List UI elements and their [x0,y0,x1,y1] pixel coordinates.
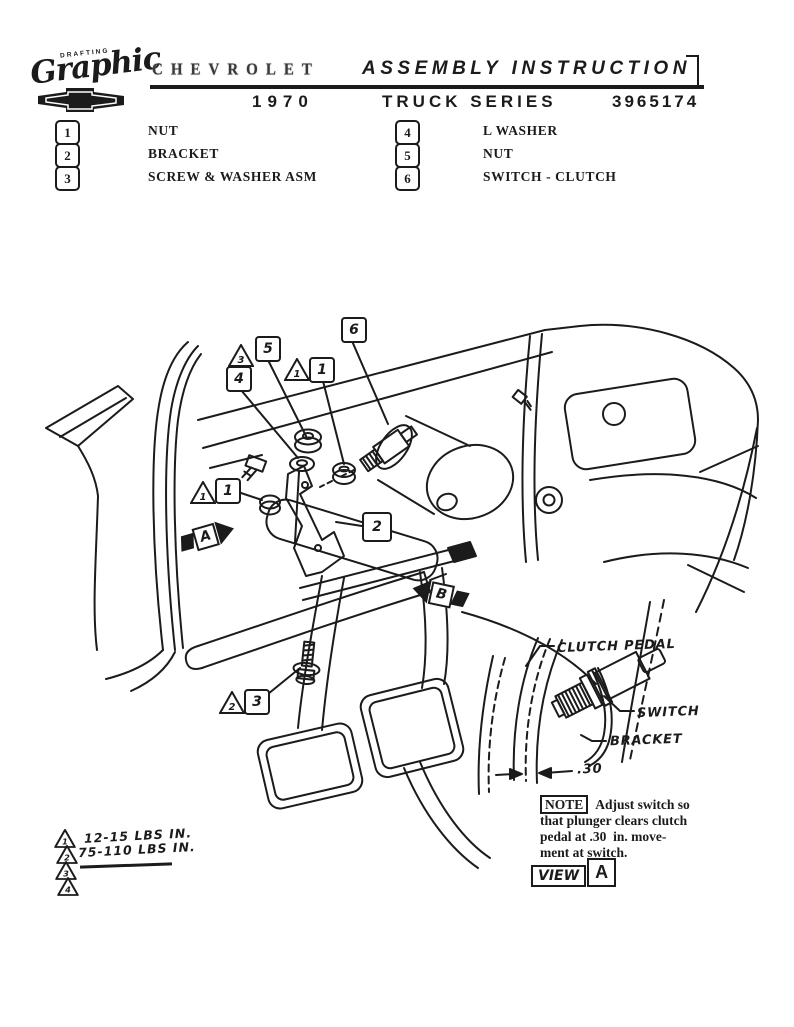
part-number-box: 6 [395,166,420,191]
part-number-box: 1 [55,120,80,145]
part-label: BRACKET [148,146,219,161]
hardware-stack-lines [241,428,356,543]
legend-flag-number: 4 [65,886,71,896]
part-number-box: 5 [395,143,420,168]
callout-item-5: 5 [255,336,281,362]
part-label: NUT [148,123,179,138]
callout-item-4: 4 [226,366,252,392]
part-label: L WASHER [483,123,558,138]
note-text-line: Adjust switch so [595,797,690,812]
part-label: SCREW & WASHER ASM [148,169,317,184]
torque-flag-number: 1 [293,369,301,380]
header-rule [150,85,704,89]
note-text-line: ment at switch. [540,845,628,860]
note-text-line: that plunger clears clutch [540,813,688,828]
leader-lines [237,340,389,695]
cab-pillar-lines [45,341,202,692]
part-number-box: 2 [55,143,80,168]
callout-item-1: 1 [309,357,335,383]
logo-script-text: Graphic [28,40,163,92]
clutch-switch-lines [319,425,418,488]
legend-flag-3: 3 [55,861,77,880]
inset-view-a-lines [477,637,666,795]
series-title: TRUCK SERIES [382,92,557,111]
firewall-lines [461,323,759,763]
brand-name: CHEVROLET [152,60,320,80]
note-text-line: pedal at .30 in. move- [540,829,667,844]
steering-column-lines [375,415,515,521]
callout-item-6: 6 [341,317,367,343]
dimension-label: .30 [576,761,603,778]
switch-label: SWITCH [636,703,700,722]
adjustment-note: NOTE Adjust switch so that plunger clears… [540,795,745,861]
legend-flag-number: 1 [62,838,68,848]
callout-item-2: 2 [362,512,392,542]
title-corner-bracket [686,55,699,89]
bracket-label: BRACKET [609,731,683,750]
callout-item-1: 1 [215,478,241,504]
part-number-box: 4 [395,120,420,145]
part-label: SWITCH - CLUTCH [483,169,617,184]
view-a-reference: VIEW A [531,858,617,887]
pedal-lines [256,567,491,869]
torque-flag-number: 1 [199,492,207,503]
legend-flag-1: 1 [54,829,76,848]
callout-item-3: 3 [244,689,270,715]
torque-flag-number: 3 [237,355,245,366]
model-year: 1970 [252,92,314,111]
torque-flag-number: 2 [228,702,236,713]
part-label: NUT [483,146,514,161]
drafting-graphic-logo: DRAFTING Graphic [28,40,162,112]
legend-flag-number: 3 [63,870,69,880]
chevrolet-bowtie-icon [38,88,124,112]
note-label: NOTE [540,795,589,814]
torque-flag-1: 1 [190,481,216,504]
legend-flag-4: 4 [57,877,79,896]
pedal-support-lines [184,541,477,670]
torque-flag-2: 2 [219,691,245,714]
part-number-box: 3 [55,166,80,191]
torque-flag-1: 1 [284,358,310,381]
legend-flag-number: 2 [64,854,70,864]
document-number: 3965174 [612,92,700,111]
screw-lines [292,640,321,686]
arrow-tail [180,532,194,552]
torque-flag-3: 3 [228,344,254,367]
view-word: VIEW [531,865,587,887]
sheet-title: ASSEMBLY INSTRUCTION [362,58,691,79]
view-letter: A [587,858,617,887]
